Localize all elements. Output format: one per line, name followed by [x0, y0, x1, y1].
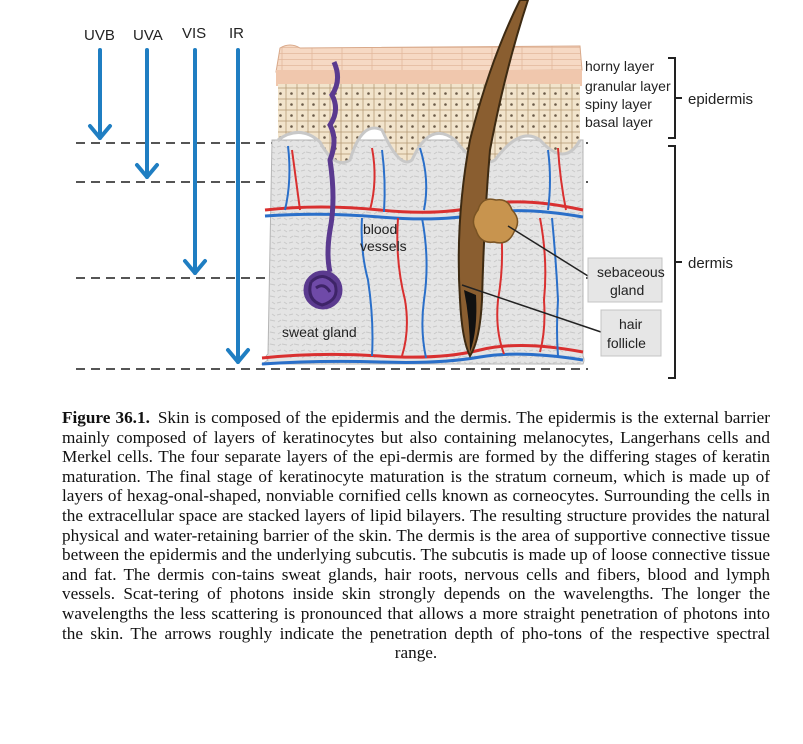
ray-label-vis: VIS [182, 25, 206, 42]
ray-label-uva: UVA [133, 27, 163, 44]
ray-label-ir: IR [229, 25, 244, 42]
skin-diagram: UVB UVA VIS IR horny layer granular laye… [76, 0, 753, 379]
hair-label-line2: follicle [607, 335, 646, 351]
layer-label-spiny: spiny layer [585, 96, 652, 112]
blood-vessels-label-line2: vessels [360, 238, 407, 254]
sebaceous-label-line2: gland [610, 282, 644, 298]
sebaceous-callout: sebaceous gland [507, 225, 665, 303]
hair-follicle [457, 0, 530, 359]
figure-caption: Figure 36.1.Skin is composed of the epid… [62, 408, 770, 663]
sweat-gland-label: sweat gland [282, 324, 357, 340]
blood-vessels-label-line1: blood [363, 221, 397, 237]
layer-label-granular: granular layer [585, 78, 671, 94]
blood-vessels [261, 145, 584, 366]
layer-label-horny: horny layer [585, 58, 655, 74]
hair-label-line1: hair [619, 316, 643, 332]
sweat-gland [303, 60, 343, 310]
sebaceous-gland [472, 198, 519, 244]
figure-number: Figure 36.1. [62, 408, 150, 427]
ray-label-uvb: UVB [84, 27, 115, 44]
region-label-epidermis: epidermis [688, 91, 753, 108]
region-label-dermis: dermis [688, 255, 733, 272]
region-brackets [668, 57, 682, 379]
sebaceous-label-line1: sebaceous [597, 264, 665, 280]
penetration-arrows [88, 48, 250, 364]
hair-follicle-callout: hair follicle [461, 284, 662, 357]
caption-text: Skin is composed of the epidermis and th… [62, 408, 771, 663]
dermis-block [260, 139, 585, 365]
layer-label-basal: basal layer [585, 114, 653, 130]
